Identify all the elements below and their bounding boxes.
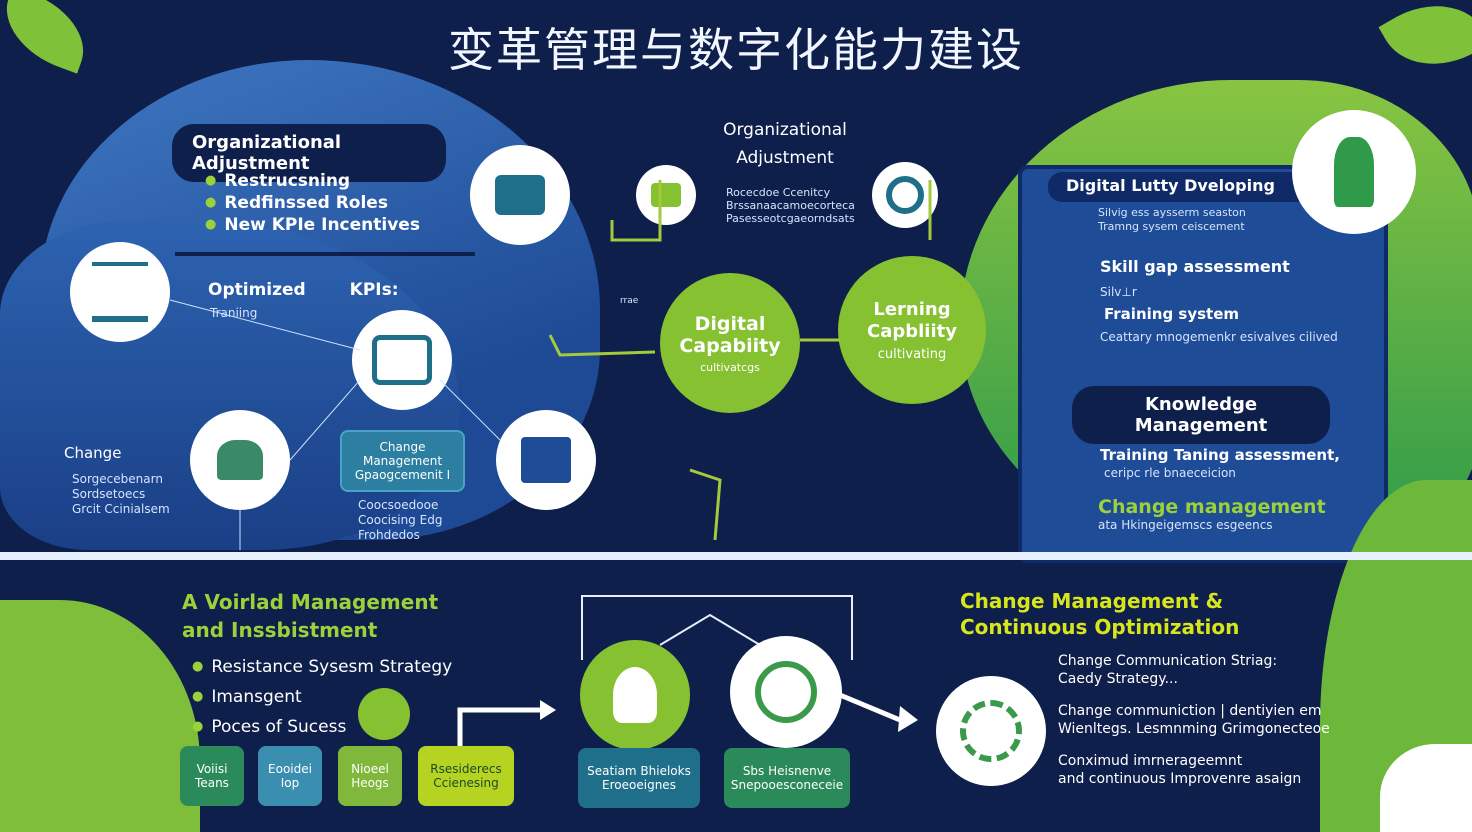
list-item: Resistance Sysesm Strategy bbox=[192, 652, 452, 682]
scales-icon bbox=[70, 242, 170, 342]
continuous-line: Conximud imrnerageemnt bbox=[1058, 753, 1243, 769]
list-item: Grcit Ccinialsem bbox=[72, 502, 170, 516]
bottom-center-box-1: Seatiam Bhieloks Eroeoeignes bbox=[578, 748, 700, 808]
list-item: Poces of Sucess bbox=[192, 712, 452, 742]
list-item: Sorgecebenarn bbox=[72, 472, 163, 486]
training-system-sub: Ceattary mnogemenkr esivalves cilived bbox=[1100, 330, 1338, 344]
bottom-right-heading: Change Management & Continuous Optimizat… bbox=[960, 589, 1240, 639]
target-icon bbox=[636, 165, 696, 225]
bottom-box-1: Voiisi Teans bbox=[180, 746, 244, 806]
cycle-icon bbox=[936, 676, 1046, 786]
digital-ability-heading: Digital Lutty Dveloping bbox=[1066, 176, 1275, 195]
tree-icon bbox=[1292, 110, 1416, 234]
change-management-label: Change management bbox=[1098, 496, 1326, 518]
list-item: Restrucsning bbox=[205, 170, 420, 192]
comm-line: Change communiction | dentiyien em bbox=[1058, 703, 1322, 719]
learning-capability-node: Lerning Capbliity cultivating bbox=[838, 256, 986, 404]
list-item: Imansgent bbox=[192, 682, 452, 712]
list-item: Frohdedos bbox=[358, 528, 420, 542]
comm-sub: Wienltegs. Lesmnming Grimgonecteoe bbox=[1058, 721, 1330, 737]
change-management-box: Change Management Gpaogcemenit I bbox=[340, 430, 465, 492]
kpi-training: Traniing bbox=[210, 306, 258, 320]
list-item: Brssanaacamoecorteca bbox=[726, 199, 855, 212]
network-icon bbox=[730, 636, 842, 748]
people-icon bbox=[470, 145, 570, 245]
bottom-box-3: Nioeel Heogs bbox=[338, 746, 402, 806]
right-panel bbox=[1018, 165, 1388, 563]
gauge-icon bbox=[872, 162, 938, 228]
bottom-left-heading: A Voirlad Management and Inssbistment bbox=[182, 590, 439, 642]
center-heading: Organizational Adjustment bbox=[723, 120, 847, 168]
bottom-box-4: Rsesiderecs Ccienesing bbox=[418, 746, 514, 806]
building-icon bbox=[496, 410, 596, 510]
list-item: Pasesseotcgaeorndsats bbox=[726, 212, 855, 225]
list-item: Rocecdoe Ccenitcy bbox=[726, 186, 831, 199]
gears-icon bbox=[352, 310, 452, 410]
kpi-optimized: Optimized bbox=[208, 280, 306, 300]
change-left-title: Change bbox=[64, 444, 122, 462]
cloud-decoration bbox=[1380, 744, 1472, 832]
divider-line bbox=[175, 252, 475, 256]
list-item: Silvig ess aysserm seaston bbox=[1098, 206, 1246, 219]
list-item: Redfinssed Roles bbox=[205, 192, 420, 214]
handshake-icon bbox=[190, 410, 290, 510]
org-adjust-bullets: Restrucsning Redfinssed Roles New KPIe I… bbox=[205, 170, 420, 236]
bottom-box-2: Eooidei Iop bbox=[258, 746, 322, 806]
skill-gap-label: Skill gap assessment bbox=[1100, 257, 1290, 276]
section-divider bbox=[0, 552, 1472, 560]
kpi-label: KPIs: bbox=[349, 280, 399, 300]
learning-capability-title: Lerning Capbliity bbox=[867, 298, 957, 342]
list-item: Tramng sysem ceiscement bbox=[1098, 220, 1245, 233]
training-assessment-sub: ceripc rle bnaeceicion bbox=[1104, 466, 1236, 480]
comm-strategy-line: Change Communication Striag: bbox=[1058, 653, 1278, 669]
training-system-label: Fraining system bbox=[1104, 305, 1240, 323]
skill-gap-sub: Silv⊥r bbox=[1100, 285, 1137, 299]
list-item: New KPIe Incentives bbox=[205, 214, 420, 236]
bottom-center-box-2: Sbs Heisnenve Snepooesconeceie bbox=[724, 748, 850, 808]
list-item: Sordsetoecs bbox=[72, 487, 146, 501]
tick-label: rrae bbox=[620, 296, 639, 306]
digital-capability-sub: cultivatcgs bbox=[700, 360, 760, 374]
green-dot bbox=[358, 688, 410, 740]
continuous-sub: and continuous Improvenre asaign bbox=[1058, 771, 1302, 787]
change-management-sub: ata Hkingeigemscs esgeencs bbox=[1098, 518, 1273, 532]
knowledge-management-heading: Knowledge Management bbox=[1072, 386, 1330, 444]
digital-capability-title: Digital Capabiity bbox=[679, 312, 781, 357]
page-title: 变革管理与数字化能力建设 bbox=[448, 23, 1024, 77]
learning-capability-sub: cultivating bbox=[877, 346, 947, 362]
comm-strategy-sub: Caedy Strategy... bbox=[1058, 671, 1178, 687]
training-assessment-label: Training Taning assessment, bbox=[1100, 446, 1340, 464]
digital-capability-node: Digital Capabiity cultivatcgs bbox=[660, 273, 800, 413]
list-item: Coocsoedooe bbox=[358, 498, 439, 512]
lightbulb-icon bbox=[580, 640, 690, 750]
list-item: Coocising Edg bbox=[358, 513, 443, 527]
